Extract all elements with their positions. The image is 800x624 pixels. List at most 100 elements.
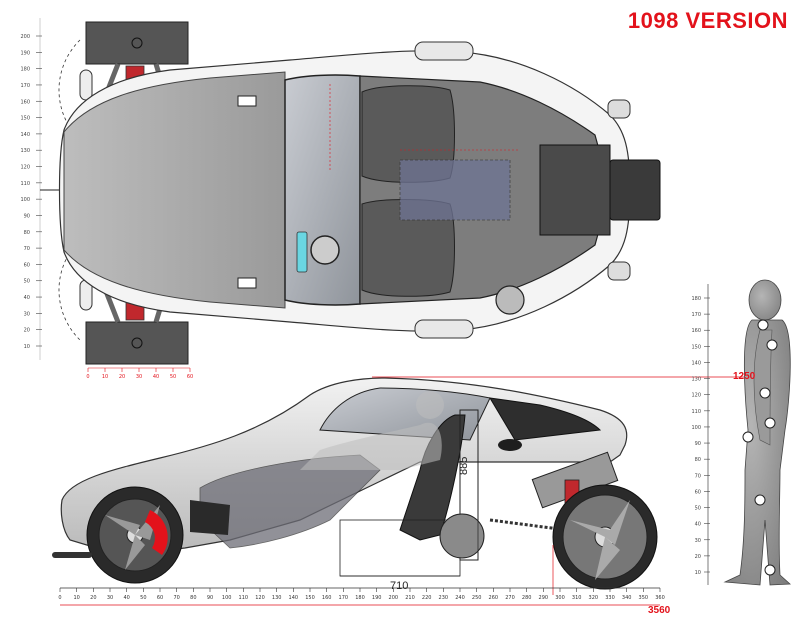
ruler-tick-label: 20 [90,595,96,601]
ruler-tick-label: 40 [153,374,159,380]
ruler-tick-label: 190 [20,50,30,56]
ruler-tick-label: 30 [136,374,142,380]
ruler-tick-label: 340 [622,595,632,601]
ruler-tick-label: 40 [695,522,701,528]
ruler-tick-label: 80 [24,230,30,236]
ruler-tick-label: 90 [695,441,701,447]
ruler-tick-label: 20 [24,328,30,334]
ruler-tick-label: 50 [140,595,146,601]
ruler-tick-label: 70 [695,473,701,479]
human-ruler: 1020304050607080901001101201301401501601… [691,284,710,585]
windshield [284,74,361,306]
ruler-tick-label: 250 [472,595,482,601]
ruler-tick-label: 60 [695,489,701,495]
ruler-tick-label: 140 [691,360,701,366]
ruler-tick-label: 350 [639,595,649,601]
ruler-tick-label: 120 [255,595,265,601]
top-view [39,18,661,365]
joint-marker [754,494,766,506]
ruler-tick-label: 80 [695,457,701,463]
rear-light-top [607,99,631,119]
ruler-tick-label: 320 [589,595,599,601]
ruler-tick-label: 130 [691,377,701,383]
ruler-tick-label: 360 [655,595,665,601]
ruler-tick-label: 10 [102,374,108,380]
joint-marker [764,564,776,576]
seat-height-label: 885 [458,456,470,475]
rear-window [489,397,602,441]
human-head [748,279,782,321]
ruler-tick-label: 10 [24,344,30,350]
ruler-tick-label: 180 [355,595,365,601]
rear-wheel-side [552,484,658,590]
ruler-tick-label: 310 [572,595,582,601]
ruler-tick-label: 110 [20,181,30,187]
engine-case [439,513,485,559]
steering-wheel [310,235,340,265]
version-title: 1098 VERSION [627,8,788,33]
seat-left [361,85,455,183]
ruler-tick-label: 140 [289,595,299,601]
ruler-tick-label: 100 [691,425,701,431]
ruler-tick-label: 100 [222,595,232,601]
ruler-tick-label: 330 [605,595,615,601]
ruler-tick-label: 30 [24,311,30,317]
rear-light-bottom [607,261,631,281]
ruler-tick-label: 160 [20,99,30,105]
ruler-tick-label: 160 [691,328,701,334]
ruler-tick-label: 20 [695,554,701,560]
ruler-tick-label: 40 [123,595,129,601]
side-intake [190,500,230,535]
ruler-tick-label: 10 [695,570,701,576]
ruler-tick-label: 60 [24,262,30,268]
rear-wheel-top-view [609,159,661,221]
ruler-tick-label: 20 [119,374,125,380]
ruler-tick-label: 50 [695,506,701,512]
human-body [723,319,791,586]
ruler-tick-label: 80 [190,595,196,601]
ruler-tick-label: 30 [107,595,113,601]
ruler-tick-label: 270 [505,595,515,601]
ruler-tick-label: 180 [20,67,30,73]
front-spoiler [52,552,92,558]
mirror-right [414,319,474,339]
ruler-tick-label: 280 [522,595,532,601]
joint-marker [766,339,778,351]
driver-ghost [300,422,442,470]
ruler-tick-label: 120 [20,165,30,171]
ruler-tick-label: 150 [305,595,315,601]
joint-marker [764,417,776,429]
side-vent [498,439,522,451]
ruler-tick-label: 150 [691,344,701,350]
ruler-tick-label: 60 [157,595,163,601]
ruler-tick-label: 170 [691,312,701,318]
fuel-cap [495,285,525,315]
rear-cowl [539,144,611,236]
front-wheel-side [86,486,184,584]
ruler-tick-label: 200 [389,595,399,601]
ruler-tick-label: 180 [691,296,701,302]
ruler-tick-label: 0 [58,595,61,601]
joint-marker [742,431,754,443]
human-figure [723,279,791,586]
ruler-tick-label: 110 [239,595,249,601]
ruler-tick-label: 170 [20,83,30,89]
ruler-tick-label: 90 [24,213,30,219]
joint-marker [757,319,769,331]
ruler-tick-label: 60 [187,374,193,380]
ruler-tick-label: 260 [489,595,499,601]
top-view-vertical-ruler: 1020304050607080901001101201301401501601… [20,34,42,350]
ruler-tick-label: 290 [539,595,549,601]
human-arm [753,329,773,446]
engine-block [399,159,511,221]
mirror-left [414,41,474,61]
ruler-tick-label: 210 [405,595,415,601]
ruler-tick-label: 30 [695,538,701,544]
wheel-hub-marker [131,337,143,349]
ruler-tick-label: 150 [20,116,30,122]
ruler-tick-label: 0 [86,374,89,380]
ruler-tick-label: 170 [339,595,349,601]
ruler-tick-label: 40 [24,295,30,301]
ruler-tick-label: 100 [20,197,30,203]
